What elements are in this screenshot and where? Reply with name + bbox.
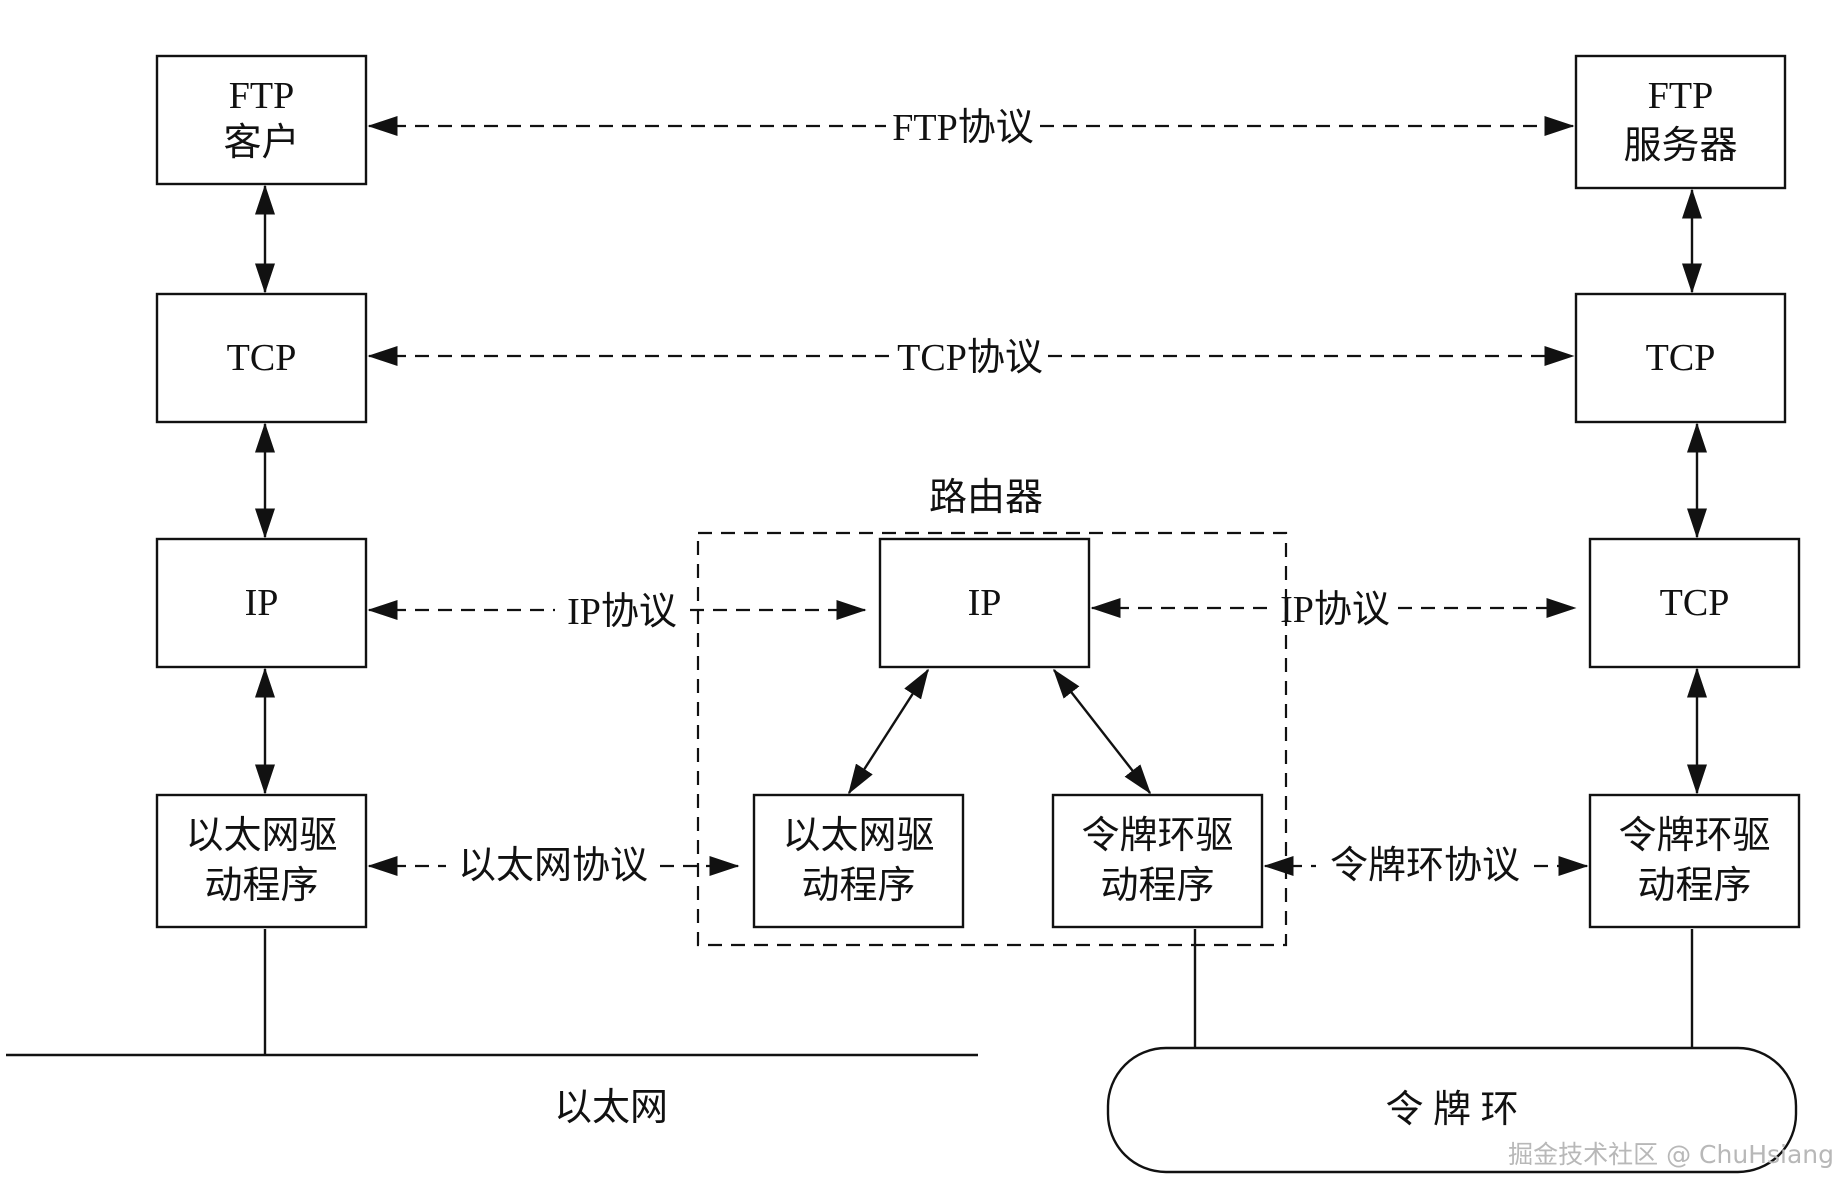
router-boundary	[696, 531, 1288, 947]
token-ring-driver-router-box: 令牌环驱 动程序	[1051, 793, 1264, 929]
ftp-client-box: FTP 客户	[155, 54, 368, 186]
eth-router-line1: 以太网驱	[782, 815, 934, 857]
ethernet-network-label: 以太网	[554, 1087, 668, 1129]
ethernet-driver-left-box: 以太网驱 动程序	[155, 793, 368, 929]
router-label: 路由器	[929, 477, 1043, 519]
ip-protocol-right-label: IP协议	[1280, 589, 1390, 631]
token-ring-network-label: 令 牌 环	[1385, 1089, 1518, 1131]
ip-router-box: IP	[878, 537, 1091, 669]
tcp-protocol-label: TCP协议	[897, 337, 1043, 379]
tr-right-line2: 动程序	[1637, 865, 1751, 907]
tcp-left-label: TCP	[227, 337, 297, 379]
tr-router-line2: 动程序	[1100, 865, 1214, 907]
ftp-protocol-label: FTP协议	[892, 107, 1033, 149]
ftp-server-box: FTP 服务器	[1574, 54, 1787, 190]
arrow-ip-eth-router	[847, 668, 930, 795]
eth-left-line2: 动程序	[204, 865, 318, 907]
tcp-right-lower-label: TCP	[1660, 582, 1730, 624]
tr-right-line1: 令牌环驱	[1618, 815, 1770, 857]
arrow-ip-tr-router	[1053, 668, 1151, 795]
eth-left-line1: 以太网驱	[185, 815, 337, 857]
ethernet-protocol-label: 以太网协议	[458, 845, 648, 887]
eth-router-line2: 动程序	[801, 865, 915, 907]
watermark: 掘金技术社区 @ ChuHsiang	[1508, 1140, 1834, 1169]
token-ring-protocol-label: 令牌环协议	[1330, 845, 1520, 887]
tr-router-line1: 令牌环驱	[1081, 815, 1233, 857]
ftp-client-line1: FTP	[229, 75, 294, 117]
ftp-server-line2: 服务器	[1623, 125, 1737, 167]
tcp-right-lower-box: TCP	[1588, 537, 1801, 669]
token-ring-driver-right-box: 令牌环驱 动程序	[1588, 793, 1801, 929]
tcp-right-label: TCP	[1646, 337, 1716, 379]
tcp-right-box: TCP	[1574, 292, 1787, 424]
tcp-left-box: TCP	[155, 292, 368, 424]
ftp-server-line1: FTP	[1648, 75, 1713, 117]
ip-protocol-left-label: IP协议	[567, 591, 677, 633]
ip-left-box: IP	[155, 537, 368, 669]
token-ring-network	[1106, 1046, 1798, 1174]
ftp-client-line2: 客户	[223, 122, 299, 164]
ethernet-driver-router-box: 以太网驱 动程序	[752, 793, 965, 929]
ip-left-label: IP	[245, 582, 279, 624]
ip-router-label: IP	[968, 582, 1002, 624]
